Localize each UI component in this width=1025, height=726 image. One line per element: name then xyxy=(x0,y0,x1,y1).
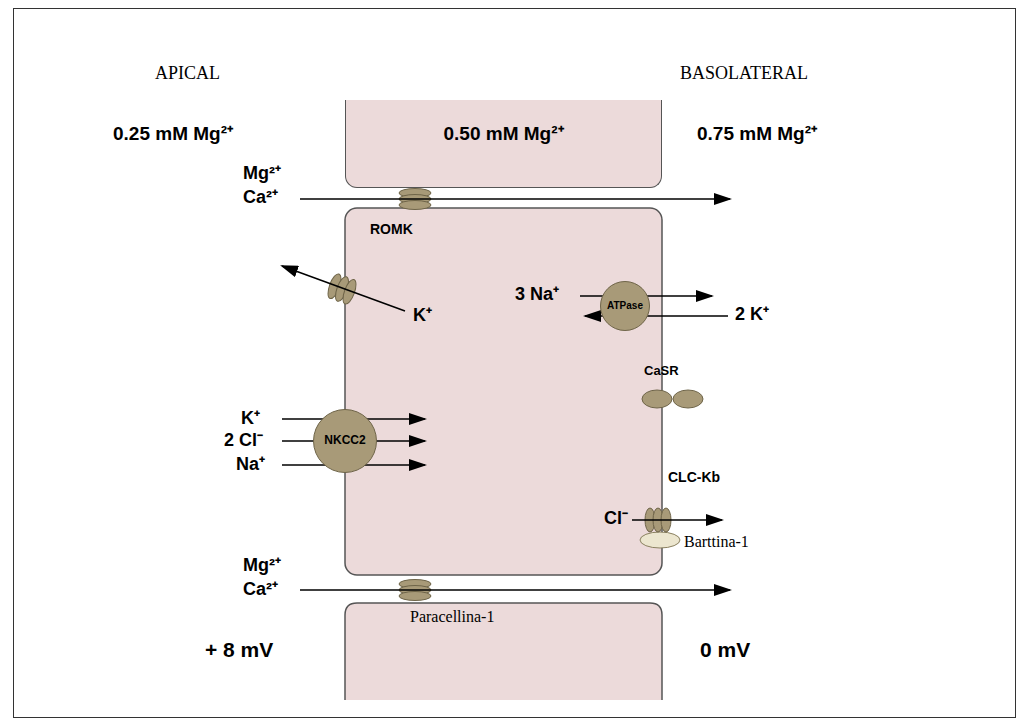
protein-label: ROMK xyxy=(370,222,413,237)
figure-frame xyxy=(14,9,1016,718)
ion-label: K⁺ xyxy=(413,306,432,326)
potential-label: 0 mV xyxy=(700,638,750,661)
region-label: BASOLATERAL xyxy=(680,64,808,84)
ion-label: Ca²⁺ xyxy=(243,188,278,208)
protein-name: ATPase xyxy=(607,300,643,311)
protein-label: CaSR xyxy=(644,364,679,378)
ion-label: 2 K⁺ xyxy=(735,305,769,325)
potential-label: + 8 mV xyxy=(205,638,273,661)
concentration-label: 0.50 mM Mg²⁺ xyxy=(443,124,563,145)
cotransporter-circle: NKCC2 xyxy=(313,409,377,473)
protein-label: Paracellina-1 xyxy=(410,608,494,626)
cell-outline xyxy=(345,603,662,700)
ion-label: 2 Cl⁻ xyxy=(224,431,263,451)
concentration-label: 0.25 mM Mg²⁺ xyxy=(113,124,233,145)
ion-label: Na⁺ xyxy=(236,455,265,475)
romk-channel xyxy=(325,272,358,305)
epithelial-cell xyxy=(345,603,662,700)
ion-label: 3 Na⁺ xyxy=(515,285,559,305)
ion-label: Mg²⁺ xyxy=(243,164,281,184)
ion-label: Cl⁻ xyxy=(604,509,628,529)
epithelial-cell xyxy=(345,208,662,575)
barttin-subunit xyxy=(640,532,680,548)
ion-label: K⁺ xyxy=(241,409,260,429)
protein-label: Barttina-1 xyxy=(684,533,749,551)
ion-label: Ca²⁺ xyxy=(243,580,278,600)
cell-compartment: 0.50 mM Mg²⁺ xyxy=(345,100,662,188)
region-label: APICAL xyxy=(155,64,220,84)
concentration-label: 0.75 mM Mg²⁺ xyxy=(697,124,817,145)
flux-arrows xyxy=(282,199,730,590)
pump-circle: ATPase xyxy=(600,281,650,331)
protein-label: CLC-Kb xyxy=(668,470,720,485)
casr-receptor xyxy=(642,390,703,408)
protein-name: NKCC2 xyxy=(324,434,365,447)
ion-label: Mg²⁺ xyxy=(243,556,281,576)
